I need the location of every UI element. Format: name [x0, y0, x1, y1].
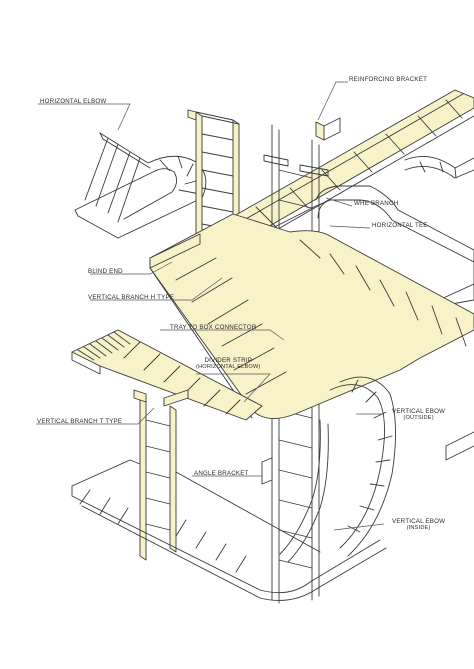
label-divider-strip-main: DIVIDER STRIP — [204, 357, 253, 364]
reinforcing-bracket — [315, 117, 341, 141]
wye-branch — [404, 155, 474, 179]
label-horizontal-elbow: HORIZONTAL ELBOW — [40, 98, 107, 105]
label-vertical-elbow-outside-main: VERTICAL EBOW — [392, 408, 446, 415]
label-divider-strip-sub: (HORIZONTAL ELBOW) — [196, 364, 261, 370]
lower-tray — [71, 459, 387, 601]
label-reinforcing-bracket: REINFORCING BRACKET — [349, 76, 428, 83]
label-vertical-elbow-inside: VERTICAL EBOW (INSIDE) — [392, 518, 445, 532]
label-angle-bracket: ANGLE BRACKET — [194, 470, 249, 477]
label-wye-branch: WHE BRANCH — [354, 200, 399, 207]
vertical-elbow-outside — [329, 376, 396, 557]
blind-end — [149, 233, 201, 269]
label-tray-to-box: TRAY TO BOX CONNECTOR — [170, 324, 257, 331]
vertical-branch-t — [133, 389, 189, 561]
label-vertical-elbow-outside: VERTICAL EBOW (OUTSIDE) — [392, 408, 445, 422]
label-vertical-elbow-inside-main: VERTICAL EBOW — [392, 518, 446, 525]
horizontal-tee — [149, 185, 474, 419]
vertical-elbow-inside — [279, 419, 329, 563]
angle-bracket-shape — [261, 457, 273, 485]
label-vertical-branch-h: VERTICAL BRANCH H TYPE — [88, 294, 175, 301]
main-top-tray — [233, 89, 474, 245]
label-vertical-elbow-outside-sub: (OUTSIDE) — [403, 415, 434, 421]
label-vertical-elbow-inside-sub: (INSIDE) — [406, 525, 431, 531]
label-vertical-branch-t: VERTICAL BRANCH T TYPE — [37, 418, 123, 425]
right-edge-tray — [445, 431, 474, 461]
label-blind-end: BLIND END — [88, 268, 123, 275]
label-horizontal-tee: HORIZONTAL TEE — [372, 222, 428, 229]
horizontal-elbow — [74, 132, 207, 239]
leader-lines — [36, 81, 385, 531]
label-divider-strip: DIVIDER STRIP (HORIZONTAL ELBOW) — [196, 357, 261, 371]
tray-to-box — [71, 329, 263, 421]
